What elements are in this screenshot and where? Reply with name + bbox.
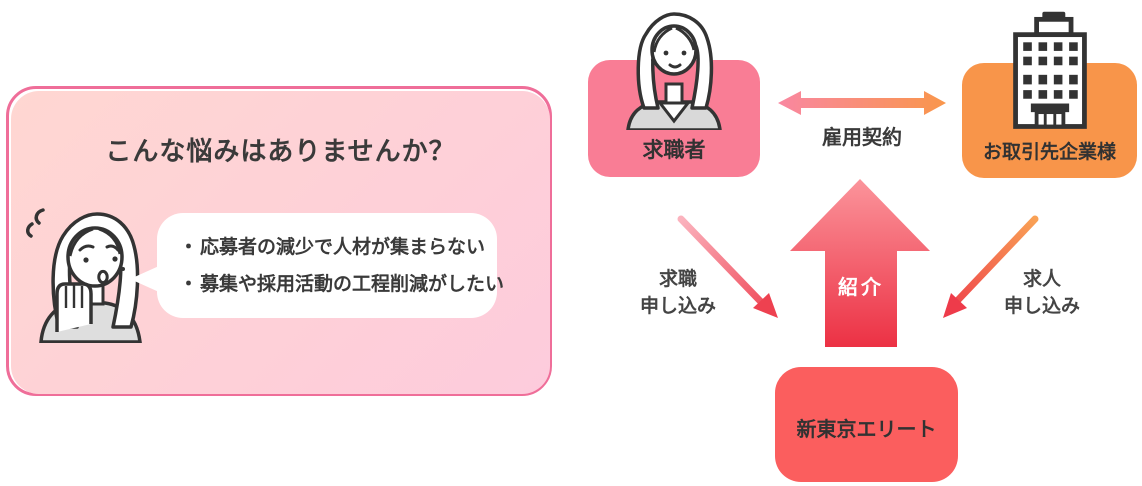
building-entrance <box>1030 103 1069 129</box>
avatar-neck <box>664 82 684 106</box>
woman-face <box>66 226 124 288</box>
earring <box>651 58 655 62</box>
earring <box>121 267 125 271</box>
job-application-arrow <box>677 215 778 318</box>
concerns-card-outline <box>6 86 552 396</box>
hand-on-cheek <box>55 282 93 332</box>
concern-item: ・ 応募者の減少で人材が集まらない <box>179 235 497 259</box>
agency-box: 新東京エリート <box>775 367 958 482</box>
concern-item-text: 募集や採用活動の工程削減がしたい <box>200 273 505 295</box>
referral-label: 紹介 <box>838 275 884 299</box>
woman-fringe <box>68 227 94 257</box>
speech-bubble: ・ 応募者の減少で人材が集まらない ・ 募集や採用活動の工程削減がしたい <box>130 213 504 318</box>
referral-arrow <box>790 179 930 347</box>
concern-item-text: 応募者の減少で人材が集まらない <box>200 236 486 258</box>
eye <box>83 257 89 263</box>
diagram-arrows <box>677 91 1039 347</box>
mouth <box>668 63 682 69</box>
employment-contract-arrow <box>778 91 946 115</box>
client-company-box: お取引先企業様 <box>962 11 1137 178</box>
avatar-vneck <box>656 101 692 124</box>
sweat-drop-icon <box>26 222 34 238</box>
job-posting-arrow <box>943 215 1039 318</box>
worried-eyebrow <box>105 244 120 252</box>
building-icon <box>1012 11 1087 129</box>
agency-label: 新東京エリート <box>796 417 937 441</box>
bullet-dot-icon: ・ <box>179 273 199 295</box>
job-seeker-label: 求職者 <box>642 138 706 162</box>
job-seeker-avatar-icon <box>626 12 722 130</box>
avatar-face <box>650 24 698 76</box>
surprised-mouth <box>97 269 109 285</box>
employment-contract-label: 雇用契約 <box>822 125 902 149</box>
bullet-dot-icon: ・ <box>179 236 199 258</box>
job-application-label-line2: 申し込み <box>639 295 716 317</box>
concerns-card: こんな悩みはありませんか？ <box>11 91 550 394</box>
eye <box>663 50 669 56</box>
client-company-label: お取引先企業様 <box>982 141 1116 163</box>
worried-eyebrow <box>78 244 95 252</box>
woman-fringe <box>98 227 122 255</box>
card-title: こんな悩みはありませんか？ <box>105 137 456 167</box>
job-posting-label: 求人 申し込み <box>972 266 1112 320</box>
avatar-fringe <box>652 26 673 53</box>
concern-item: ・ 募集や採用活動の工程削減がしたい <box>179 272 504 296</box>
job-posting-label-line1: 求人 <box>1022 268 1061 290</box>
speech-bubble-tail <box>130 266 159 292</box>
job-application-label: 求職 申し込み <box>608 266 748 320</box>
job-seeker-box: 求職者 <box>588 12 760 177</box>
worried-woman-illustration <box>26 208 142 343</box>
eye <box>681 50 687 56</box>
building-windows <box>1022 42 1078 99</box>
sweat-drop-icon <box>34 208 45 225</box>
job-application-label-line1: 求職 <box>658 268 697 290</box>
avatar-fringe <box>675 26 696 51</box>
eye <box>112 256 118 262</box>
job-posting-label-line2: 申し込み <box>1003 295 1080 317</box>
